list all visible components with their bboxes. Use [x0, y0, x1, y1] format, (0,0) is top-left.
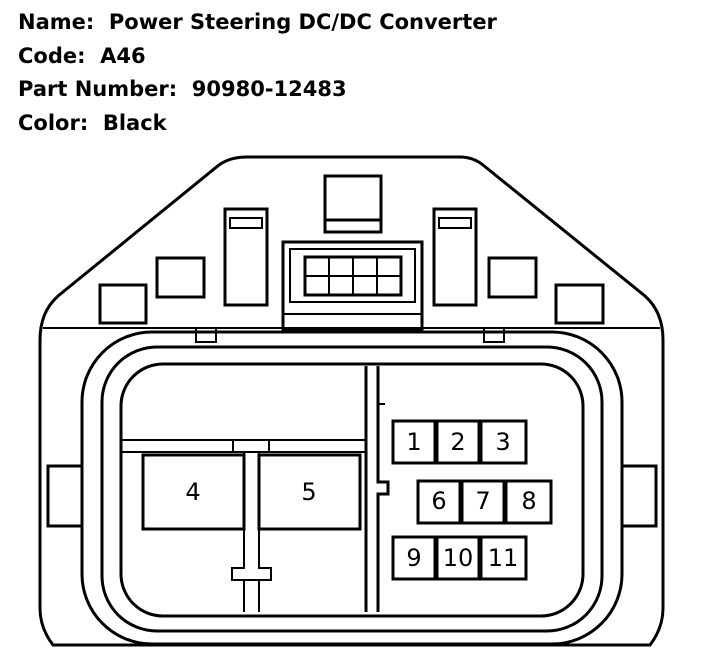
- name-label: Name:: [18, 10, 95, 34]
- side-latch-right: [622, 464, 658, 528]
- mating-face-outer-ring: [80, 330, 624, 646]
- pin-5: 5: [257, 453, 362, 531]
- side-latch-left: [46, 464, 82, 528]
- mating-face-middle-ring: [100, 345, 604, 633]
- guide-post-left: [223, 207, 269, 307]
- pin-6: 6: [416, 479, 462, 525]
- lock-tab: [323, 174, 383, 222]
- housing-notch-right: [483, 327, 505, 343]
- part-number-label: Part Number:: [18, 77, 178, 101]
- pin-2-label: 2: [450, 428, 465, 456]
- pin-2: 2: [435, 419, 481, 465]
- pin-3: 3: [479, 419, 528, 465]
- lock-frame-inner: [289, 248, 416, 303]
- part-number-row: Part Number: 90980-12483: [18, 73, 497, 107]
- name-row: Name: Power Steering DC/DC Converter: [18, 6, 497, 40]
- pin-10-label: 10: [443, 544, 474, 572]
- pin-9-label: 9: [406, 544, 421, 572]
- color-value: Black: [102, 110, 167, 135]
- top-rib-left: [155, 256, 206, 299]
- top-rib-far-right: [554, 283, 605, 325]
- pin-11-label: 11: [488, 544, 519, 572]
- code-row: Code: A46: [18, 40, 497, 74]
- center-post: [231, 452, 272, 581]
- cavity-divider: [364, 366, 390, 612]
- lock-assembly: [281, 174, 424, 332]
- guide-post-left-inner: [229, 217, 263, 229]
- connector-housing-outline: [38, 155, 665, 647]
- top-rib-right: [487, 256, 538, 299]
- color-label: Color:: [18, 110, 89, 135]
- pin-3-label: 3: [495, 428, 510, 456]
- pin-8-label: 8: [521, 487, 536, 515]
- pin-10: 10: [435, 535, 481, 581]
- large-pin-rail: [120, 439, 367, 453]
- code-value: A46: [100, 43, 146, 68]
- pin-1: 1: [391, 419, 437, 465]
- top-rib-far-left: [98, 283, 148, 325]
- pin-5-label: 5: [301, 478, 316, 506]
- pin-6-label: 6: [431, 487, 446, 515]
- lock-housing: [281, 240, 424, 332]
- housing-notch-left: [195, 327, 217, 343]
- lock-tab-bar: [323, 218, 383, 234]
- pin-9: 9: [391, 535, 437, 581]
- color-row: Color: Black: [18, 107, 497, 141]
- rail-clip: [232, 439, 270, 453]
- name-value: Power Steering DC/DC Converter: [108, 10, 497, 34]
- connector-info: Name: Power Steering DC/DC Converter Cod…: [18, 6, 497, 140]
- pin-1-label: 1: [406, 428, 421, 456]
- part-number-value: 90980-12483: [191, 77, 347, 101]
- pin-7-label: 7: [475, 487, 490, 515]
- mating-face-inner-ring: [119, 362, 585, 618]
- guide-post-right: [432, 207, 478, 307]
- pin-7: 7: [460, 479, 506, 525]
- pin-4: 4: [141, 453, 246, 531]
- guide-post-right-inner: [438, 217, 472, 229]
- pin-11: 11: [479, 535, 528, 581]
- code-label: Code:: [18, 43, 86, 68]
- pin-4-label: 4: [185, 478, 200, 506]
- pin-8: 8: [504, 479, 553, 525]
